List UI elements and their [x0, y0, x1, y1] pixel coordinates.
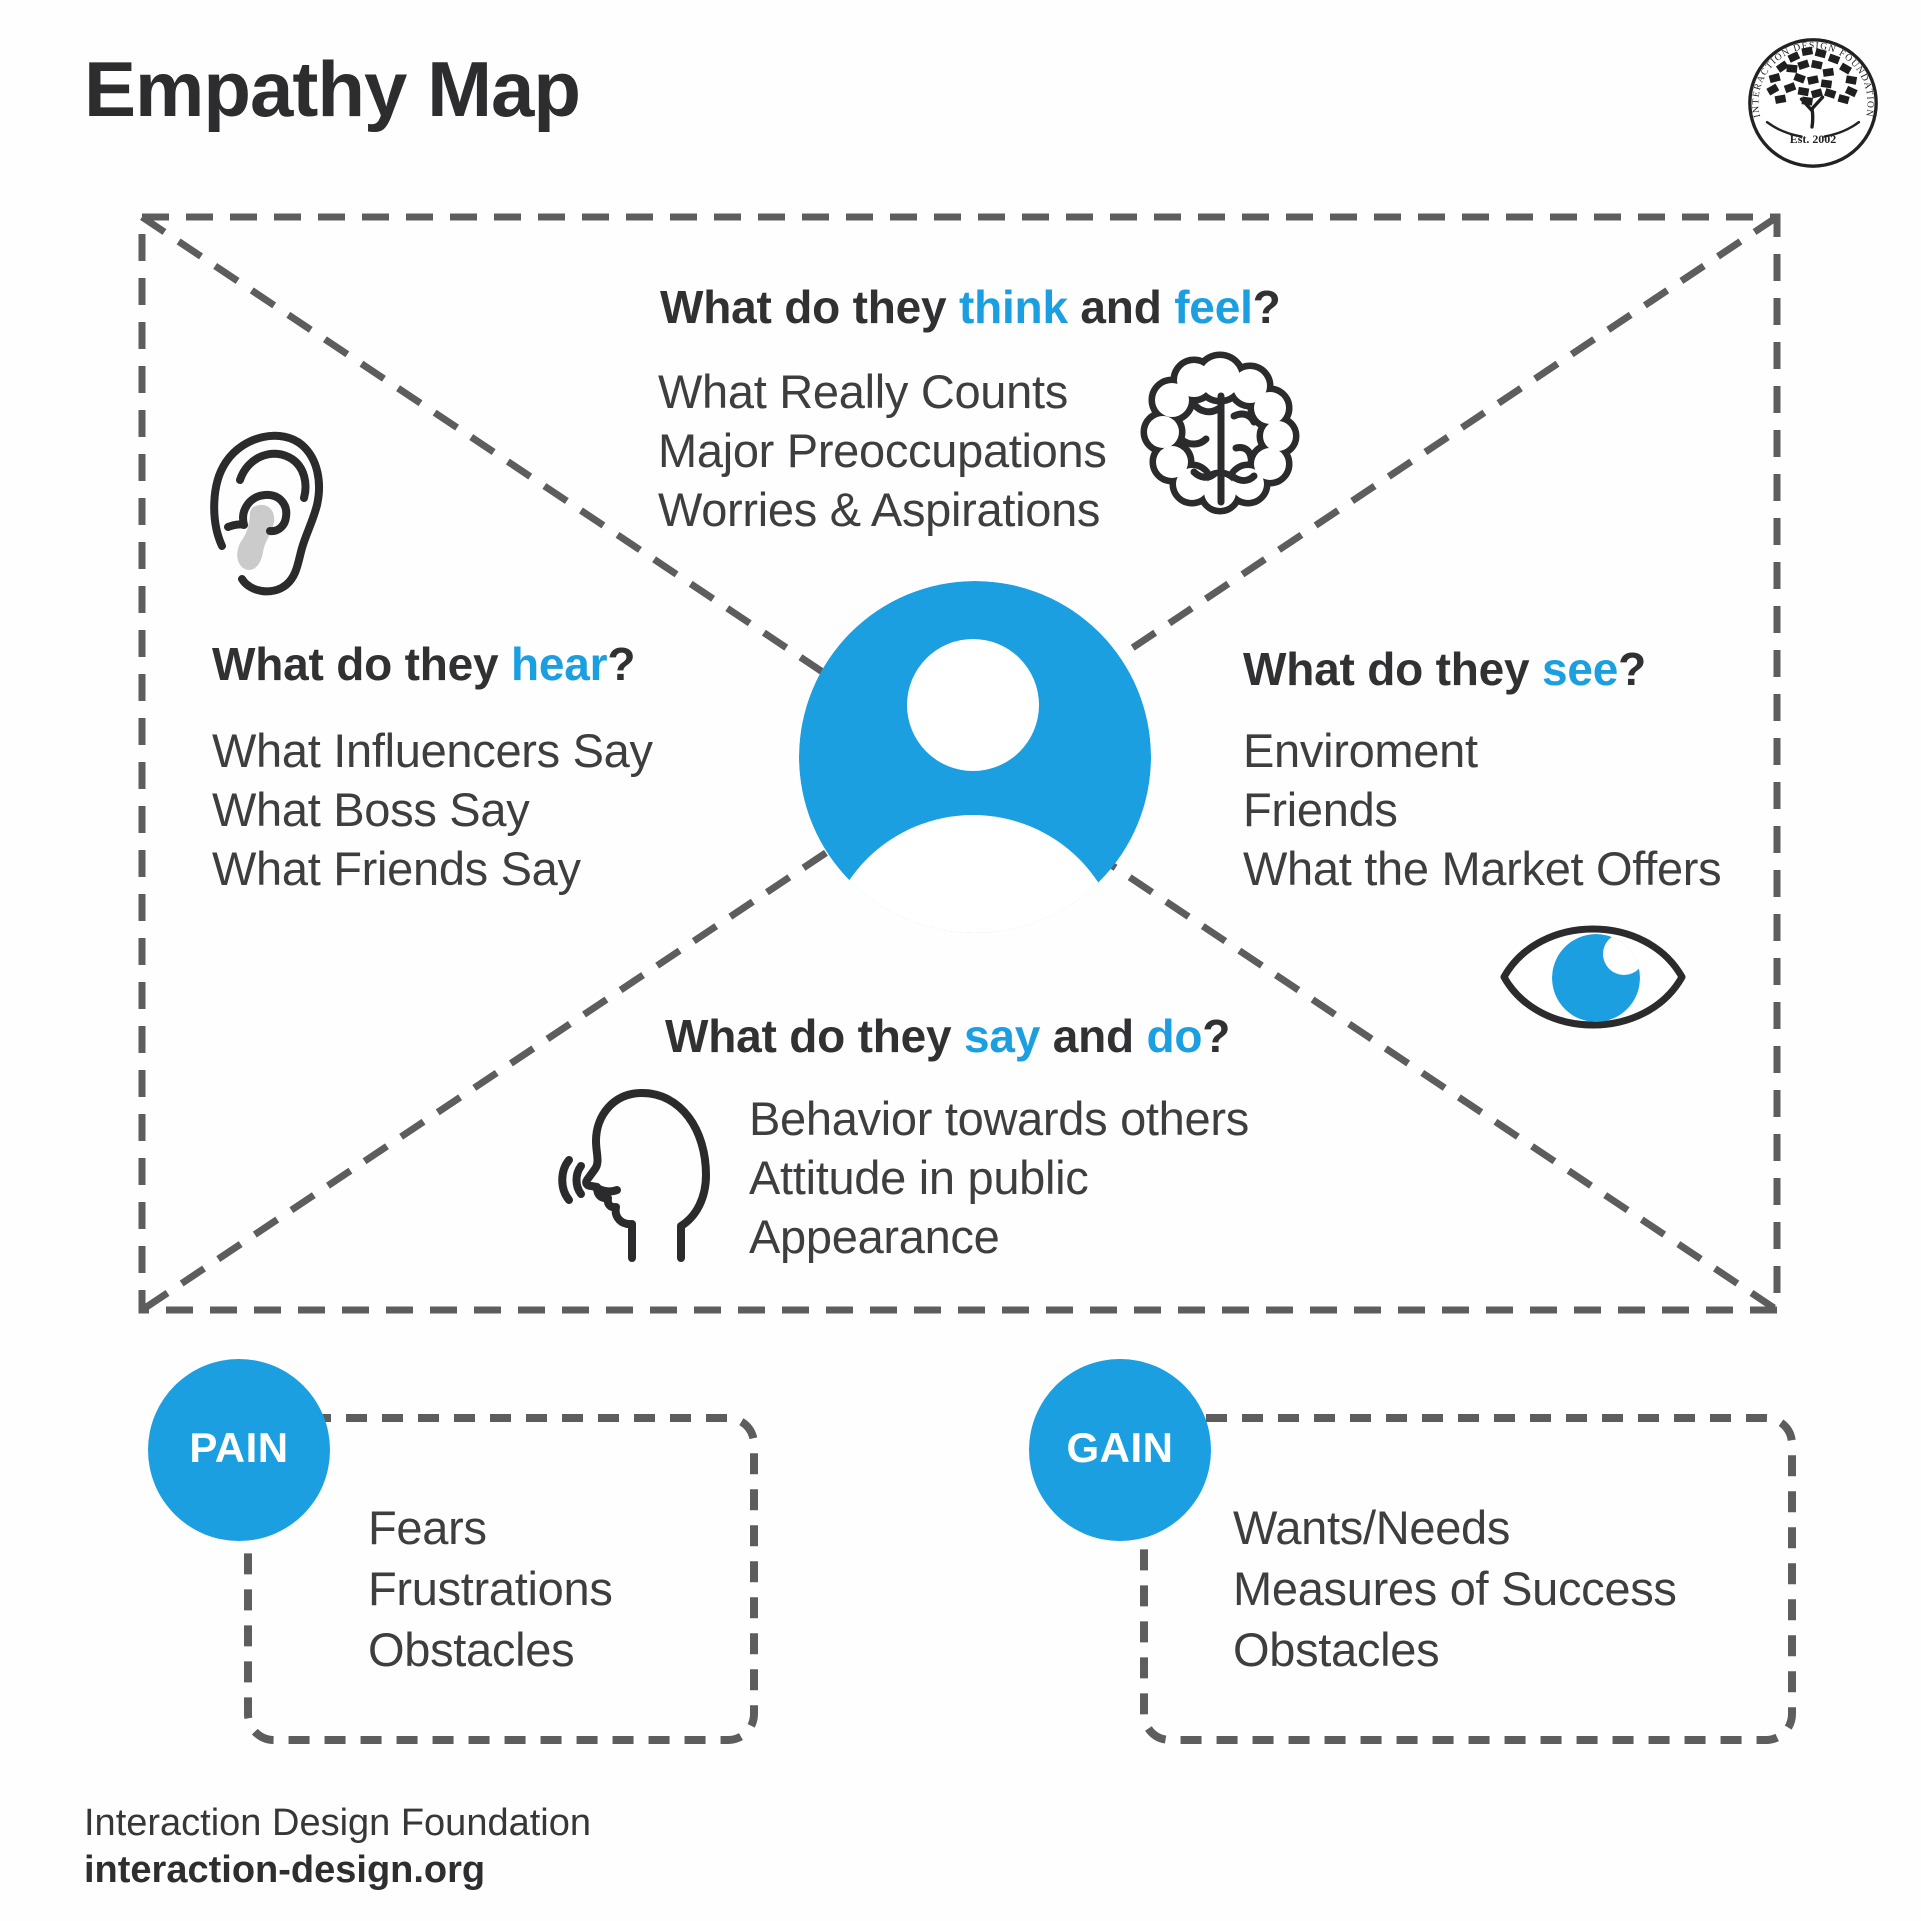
- pain-circle: [148, 1359, 330, 1541]
- speaking-head-icon: [558, 1089, 710, 1262]
- ear-icon: [210, 431, 323, 596]
- say-heading-prefix: What do they: [665, 1010, 964, 1062]
- footer-url: interaction-design.org: [84, 1849, 486, 1891]
- see-heading-prefix: What do they: [1243, 643, 1542, 695]
- think-heading-suffix: ?: [1252, 281, 1281, 333]
- see-item-1: Friends: [1243, 783, 1398, 836]
- person-icon: [799, 581, 1151, 933]
- pain-label: PAIN: [189, 1424, 289, 1471]
- hear-item-2: What Friends Say: [212, 842, 581, 895]
- say-heading-do: do: [1146, 1010, 1203, 1062]
- see-items: Enviroment Friends What the Market Offer…: [1243, 721, 1722, 898]
- hear-heading: What do they hear?: [212, 637, 635, 691]
- pain-box: [244, 1414, 758, 1744]
- think-item-1: Major Preoccupations: [658, 424, 1107, 477]
- footer-org-name: Interaction Design Foundation: [84, 1802, 591, 1844]
- see-heading-suffix: ?: [1618, 643, 1647, 695]
- think-heading-feel: feel: [1174, 281, 1253, 333]
- think-item-0: What Really Counts: [658, 365, 1068, 418]
- gain-circle: [1029, 1359, 1211, 1541]
- see-item-2: What the Market Offers: [1243, 842, 1722, 895]
- say-heading-mid: and: [1040, 1010, 1147, 1062]
- think-feel-heading: What do they think and feel?: [660, 280, 1281, 334]
- gain-item-0: Wants/Needs: [1233, 1501, 1511, 1554]
- think-item-2: Worries & Aspirations: [658, 483, 1101, 536]
- page-title: Empathy Map: [84, 45, 581, 133]
- map-frame: [138, 213, 1781, 1314]
- hear-items: What Influencers Say What Boss Say What …: [212, 721, 653, 898]
- pain-item-0: Fears: [368, 1501, 487, 1554]
- idf-logo: INTERACTION DESIGN FOUNDATION: [1748, 38, 1878, 168]
- say-heading-suffix: ?: [1202, 1010, 1231, 1062]
- say-do-heading: What do they say and do?: [665, 1009, 1230, 1063]
- logo-ground-arcs: [1765, 120, 1861, 138]
- eye-icon: [1500, 925, 1686, 1029]
- think-heading-mid: and: [1067, 281, 1175, 333]
- pain-item-1: Frustrations: [368, 1562, 613, 1615]
- say-item-1: Attitude in public: [749, 1151, 1089, 1204]
- see-item-0: Enviroment: [1243, 724, 1478, 777]
- say-item-0: Behavior towards others: [749, 1092, 1249, 1145]
- hear-heading-hear: hear: [510, 638, 608, 690]
- hear-item-1: What Boss Say: [212, 783, 530, 836]
- gain-box: [1140, 1414, 1796, 1744]
- think-heading-think: think: [958, 281, 1068, 333]
- gain-items: Wants/Needs Measures of Success Obstacle…: [1233, 1497, 1677, 1680]
- pain-item-2: Obstacles: [368, 1623, 575, 1676]
- think-feel-items: What Really Counts Major Preoccupations …: [658, 362, 1107, 539]
- hear-heading-prefix: What do they: [212, 638, 511, 690]
- logo-tree: [1766, 46, 1858, 129]
- footer: Interaction Design Foundation interactio…: [84, 1800, 591, 1894]
- say-heading-say: say: [963, 1010, 1041, 1062]
- brain-icon: [1140, 351, 1300, 515]
- hear-heading-suffix: ?: [607, 638, 636, 690]
- hear-item-0: What Influencers Say: [212, 724, 653, 777]
- say-do-items: Behavior towards others Attitude in publ…: [749, 1089, 1249, 1266]
- see-heading: What do they see?: [1243, 642, 1646, 696]
- gain-item-1: Measures of Success: [1233, 1562, 1677, 1615]
- gain-item-2: Obstacles: [1233, 1623, 1440, 1676]
- say-item-2: Appearance: [749, 1210, 1000, 1263]
- logo-est-text: Est. 2002: [1790, 132, 1837, 146]
- gain-label: GAIN: [1066, 1424, 1174, 1471]
- see-heading-see: see: [1541, 643, 1619, 695]
- think-heading-prefix: What do they: [660, 281, 959, 333]
- pain-items: Fears Frustrations Obstacles: [368, 1497, 613, 1680]
